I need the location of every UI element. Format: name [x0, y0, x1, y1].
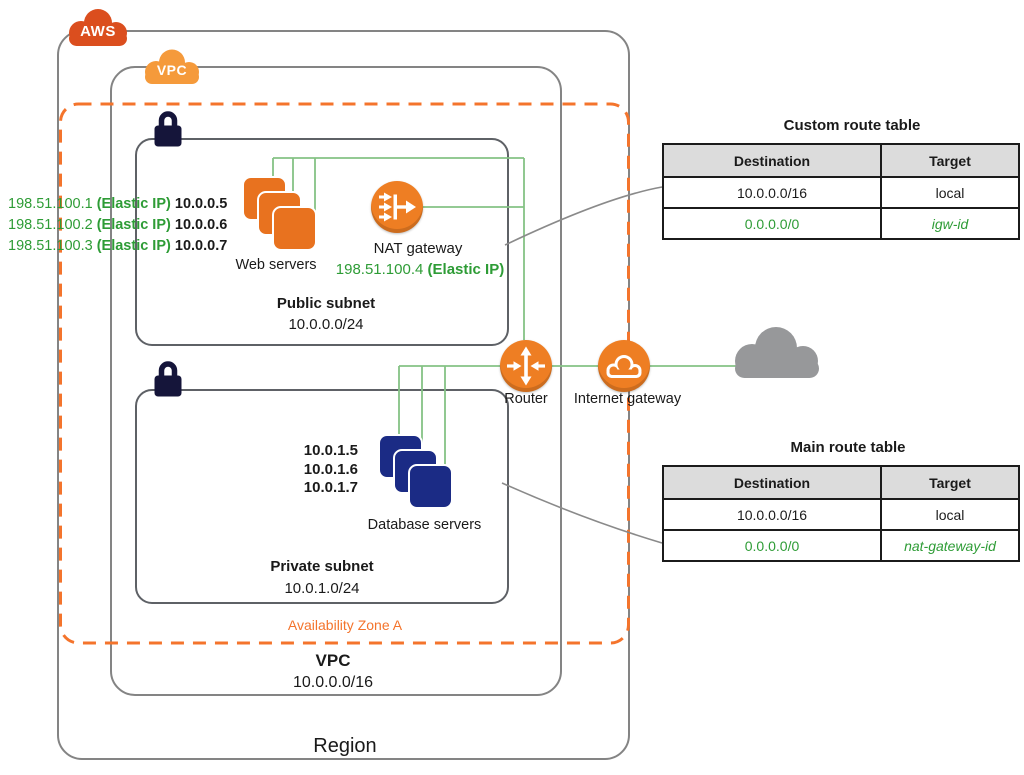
aws-cloud-label: AWS [80, 23, 116, 40]
route-destination: 10.0.0.0/16 [662, 176, 882, 209]
public-subnet-cidr: 10.0.0.0/24 [288, 316, 364, 333]
main-route-table-title: Main route table [790, 439, 906, 456]
availability-zone-box [59, 102, 630, 645]
database-server-square [408, 464, 453, 509]
nat-gateway-eip: 198.51.100.4 (Elastic IP) [325, 261, 515, 278]
web-servers-label: Web servers [235, 257, 317, 273]
column-header: Target [880, 143, 1020, 178]
private-ip: 10.0.0.5 [174, 196, 228, 212]
vpc-box [110, 66, 562, 696]
elastic-ip-list: 198.51.100.1 (Elastic IP) 10.0.0.5 198.5… [8, 194, 227, 257]
internet-gateway-icon [598, 340, 650, 392]
column-header: Destination [662, 143, 882, 178]
route-destination: 10.0.0.0/16 [662, 498, 882, 531]
table-row: 0.0.0.0/0 nat-gateway-id [662, 529, 1020, 562]
eip-tag: (Elastic IP) [96, 196, 171, 212]
route-destination: 0.0.0.0/0 [662, 207, 882, 240]
region-box [57, 30, 630, 760]
eip-tag: (Elastic IP) [96, 217, 171, 233]
private-ip: 10.0.0.6 [174, 217, 228, 233]
nat-eip-address: 198.51.100.4 [335, 261, 424, 278]
vpc-cloud-badge: VPC [140, 46, 204, 88]
table-row: 0.0.0.0/0 igw-id [662, 207, 1020, 240]
table-header-row: Destination Target [662, 465, 1020, 500]
aws-cloud-badge: AWS [64, 6, 132, 50]
router-label: Router [504, 391, 548, 407]
availability-zone-label: Availability Zone A [287, 617, 403, 633]
column-header: Destination [662, 465, 882, 500]
custom-table-pointer-line [504, 186, 663, 246]
internet-cloud-icon [735, 327, 819, 378]
private-subnet-lock-icon [154, 361, 182, 397]
route-target: nat-gateway-id [880, 529, 1020, 562]
elastic-ip-item: 198.51.100.1 (Elastic IP) 10.0.0.5 [8, 194, 227, 215]
region-label: Region [313, 735, 377, 757]
eip-address: 198.51.100.1 [8, 196, 93, 212]
main-route-table: Destination Target 10.0.0.0/16 local 0.0… [662, 465, 1020, 562]
private-subnet-label: Private subnet [270, 558, 374, 575]
route-target: igw-id [880, 207, 1020, 240]
web-servers-icon [242, 176, 318, 252]
aws-cloud-icon [69, 9, 127, 46]
vpc-cidr: 10.0.0.0/16 [292, 674, 374, 691]
table-row: 10.0.0.0/16 local [662, 498, 1020, 531]
database-ip: 10.0.1.5 [303, 442, 358, 459]
router-icon [500, 340, 552, 392]
table-row: 10.0.0.0/16 local [662, 176, 1020, 209]
custom-route-table-title: Custom route table [783, 117, 921, 134]
eip-address: 198.51.100.2 [8, 217, 93, 233]
route-target: local [880, 498, 1020, 531]
private-ip: 10.0.0.7 [174, 238, 228, 254]
nat-eip-tag: (Elastic IP) [427, 261, 505, 278]
nat-gateway-icon [371, 181, 423, 233]
public-subnet-lock-icon [154, 111, 182, 147]
main-table-pointer-line [501, 482, 663, 544]
column-header: Target [880, 465, 1020, 500]
database-ip: 10.0.1.7 [303, 479, 358, 496]
table-header-row: Destination Target [662, 143, 1020, 178]
eip-tag: (Elastic IP) [96, 238, 171, 254]
custom-route-table: Destination Target 10.0.0.0/16 local 0.0… [662, 143, 1020, 240]
route-target: local [880, 176, 1020, 209]
elastic-ip-item: 198.51.100.3 (Elastic IP) 10.0.0.7 [8, 236, 227, 257]
vpc-cloud-label: VPC [156, 62, 188, 78]
route-destination: 0.0.0.0/0 [662, 529, 882, 562]
internet-gateway-label: Internet gateway [573, 391, 682, 407]
vpc-cloud-icon [145, 49, 199, 84]
elastic-ip-item: 198.51.100.2 (Elastic IP) 10.0.0.6 [8, 215, 227, 236]
database-servers-icon [378, 434, 454, 510]
vpc-label: VPC [315, 651, 351, 670]
nat-gateway-label: NAT gateway [373, 240, 463, 257]
public-subnet-label: Public subnet [276, 295, 376, 312]
public-subnet-box [135, 138, 509, 346]
eip-address: 198.51.100.3 [8, 238, 93, 254]
database-ip: 10.0.1.6 [303, 460, 358, 478]
database-ip-list: 10.0.1.5 10.0.1.6 10.0.1.7 [258, 442, 358, 498]
private-subnet-box [135, 389, 509, 604]
database-servers-label: Database servers [367, 517, 482, 533]
private-subnet-cidr: 10.0.1.0/24 [284, 580, 360, 597]
web-server-square [272, 206, 317, 251]
